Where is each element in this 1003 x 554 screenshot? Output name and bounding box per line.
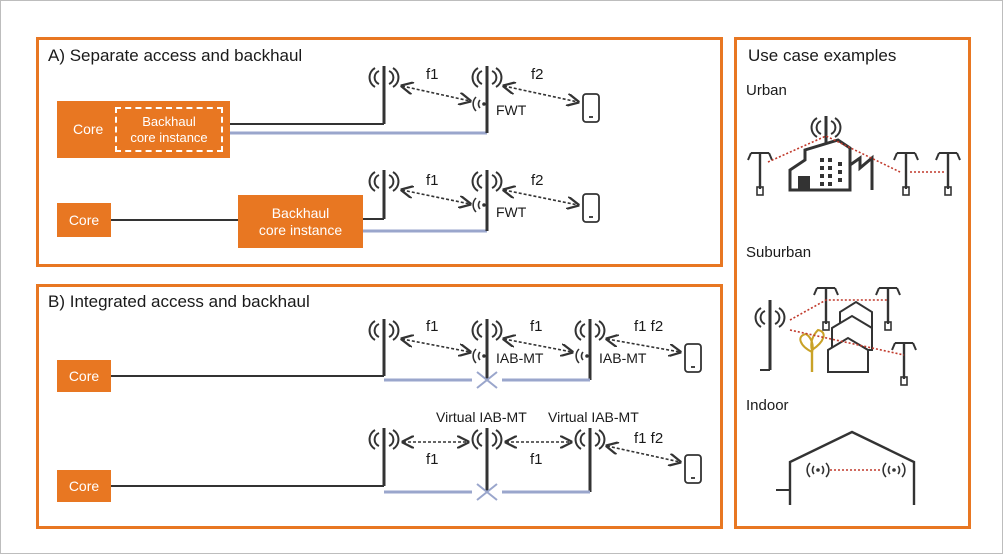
f1-label: f1 bbox=[426, 318, 439, 335]
panel-b-title: B) Integrated access and backhaul bbox=[48, 292, 310, 311]
f2-label: f2 bbox=[531, 66, 544, 83]
street-light-icon bbox=[746, 151, 774, 197]
f1-label: f1 bbox=[530, 451, 543, 468]
backhaul-core-instance-label: Backhaul core instance bbox=[258, 204, 343, 238]
f1-f2-label: f1 f2 bbox=[634, 318, 664, 335]
f1-f2-label: f1 f2 bbox=[634, 430, 664, 447]
core-label: Core bbox=[68, 477, 100, 494]
f2-label: f2 bbox=[531, 172, 544, 189]
b-row1 bbox=[111, 317, 702, 389]
core-label: Core bbox=[73, 121, 104, 137]
backhaul-core-instance-box: Backhaul core instance bbox=[115, 107, 223, 152]
b-row2 bbox=[111, 426, 702, 501]
backhaul-core-instance-box: Backhaul core instance bbox=[238, 195, 363, 248]
indoor-label: Indoor bbox=[746, 397, 789, 414]
phone-icon bbox=[582, 93, 600, 123]
tower-icon bbox=[368, 64, 400, 96]
use-cases-title: Use case examples bbox=[748, 46, 897, 65]
core-label: Core bbox=[68, 211, 100, 228]
backhaul-core-instance-label: Backhaul core instance bbox=[130, 113, 208, 145]
suburban-illustration bbox=[754, 286, 918, 387]
iab-mt-label: IAB-MT bbox=[496, 350, 544, 366]
core-box: Core bbox=[57, 360, 111, 392]
panel-integrated-access-backhaul bbox=[36, 284, 723, 529]
virtual-iab-mt-label: Virtual IAB-MT bbox=[436, 409, 527, 425]
core-label: Core bbox=[68, 367, 100, 384]
core-box: Core bbox=[57, 470, 111, 502]
f1-label: f1 bbox=[426, 66, 439, 83]
antenna-rx-icon bbox=[472, 96, 487, 112]
panel-use-cases bbox=[734, 37, 971, 529]
f1-label: f1 bbox=[426, 172, 439, 189]
f1-label: f1 bbox=[530, 318, 543, 335]
core-box: Core bbox=[57, 203, 111, 237]
a-row2 bbox=[111, 168, 600, 233]
iab-mt-label: IAB-MT bbox=[599, 350, 647, 366]
virtual-iab-mt-label: Virtual IAB-MT bbox=[548, 409, 639, 425]
f1-label: f1 bbox=[426, 451, 439, 468]
core-box: Core bbox=[57, 101, 230, 158]
fwt-label: FWT bbox=[496, 204, 527, 220]
suburban-label: Suburban bbox=[746, 244, 812, 261]
a-row1 bbox=[230, 64, 600, 135]
urban-illustration bbox=[746, 114, 962, 197]
fwt-label: FWT bbox=[496, 102, 527, 118]
panel-a-title: A) Separate access and backhaul bbox=[48, 46, 303, 65]
urban-label: Urban bbox=[746, 82, 787, 99]
indoor-illustration bbox=[776, 430, 916, 505]
